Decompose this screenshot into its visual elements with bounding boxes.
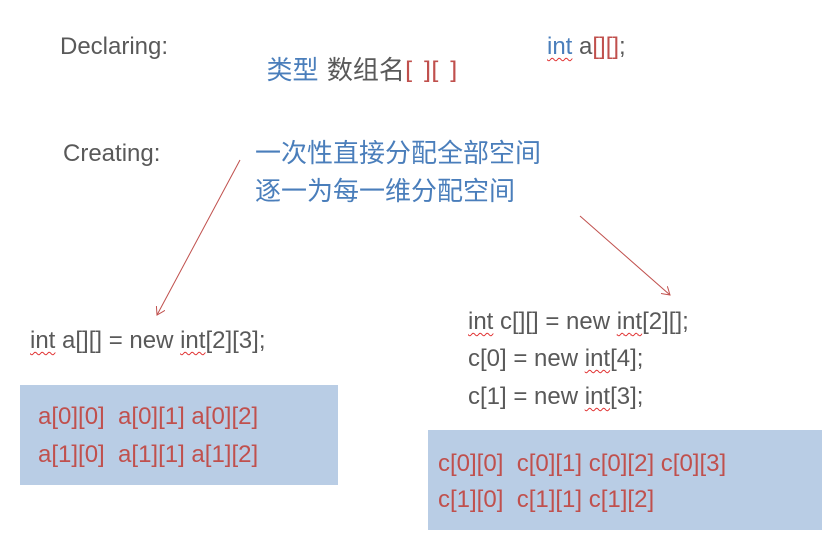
creating-method-1: 一次性直接分配全部空间 (255, 139, 542, 169)
declaring-example: int a[][]; (547, 35, 626, 59)
keyword: int (584, 345, 611, 372)
arrow-to-right-code (579, 215, 670, 295)
right-array-row: c[1][0] c[1][1] c[1][2] (438, 486, 655, 513)
arrow-to-left-code (157, 159, 241, 315)
code-text: c[1] = new (468, 383, 585, 410)
code-text: [3]; (610, 383, 644, 410)
code-text: [2][3]; (205, 327, 266, 354)
brackets: [ ][ ] (404, 57, 458, 85)
left-array-box (20, 385, 338, 485)
keyword: int (468, 308, 494, 335)
code-text: c[][] = new (493, 308, 617, 335)
code-text: [4]; (610, 345, 644, 372)
keyword: int (180, 327, 206, 354)
name-word: 数组名 (326, 56, 405, 86)
left-code: int a[][] = new int[2][3]; (30, 329, 266, 353)
keyword: int (616, 308, 643, 335)
example-brackets: [][] (592, 33, 620, 60)
right-array-box (428, 430, 822, 530)
declaring-label: Declaring: (60, 33, 169, 60)
left-array-row: a[0][0] a[0][1] a[0][2] (38, 403, 259, 430)
right-code-line-3: c[1] = new int[3]; (468, 385, 643, 409)
right-array-row: c[0][0] c[0][1] c[0][2] c[0][3] (438, 450, 727, 477)
keyword: int (30, 327, 56, 354)
example-keyword: int (547, 33, 573, 60)
code-text: c[0] = new (468, 345, 585, 372)
code-text: a[][] = new (55, 327, 181, 354)
right-code-line-2: c[0] = new int[4]; (468, 347, 643, 371)
keyword: int (584, 383, 611, 410)
example-end: ; (619, 33, 626, 60)
code-text: [2][]; (642, 308, 689, 335)
type-word: 类型 (266, 56, 319, 86)
declaring-syntax: 类型 数组名[ ][ ] (250, 32, 458, 84)
right-code-line-1: int c[][] = new int[2][]; (468, 310, 689, 334)
creating-method-2: 逐一为每一维分配空间 (255, 177, 516, 207)
example-name: a (572, 33, 593, 60)
left-array-row: a[1][0] a[1][1] a[1][2] (38, 441, 259, 468)
creating-label: Creating: (63, 140, 161, 167)
